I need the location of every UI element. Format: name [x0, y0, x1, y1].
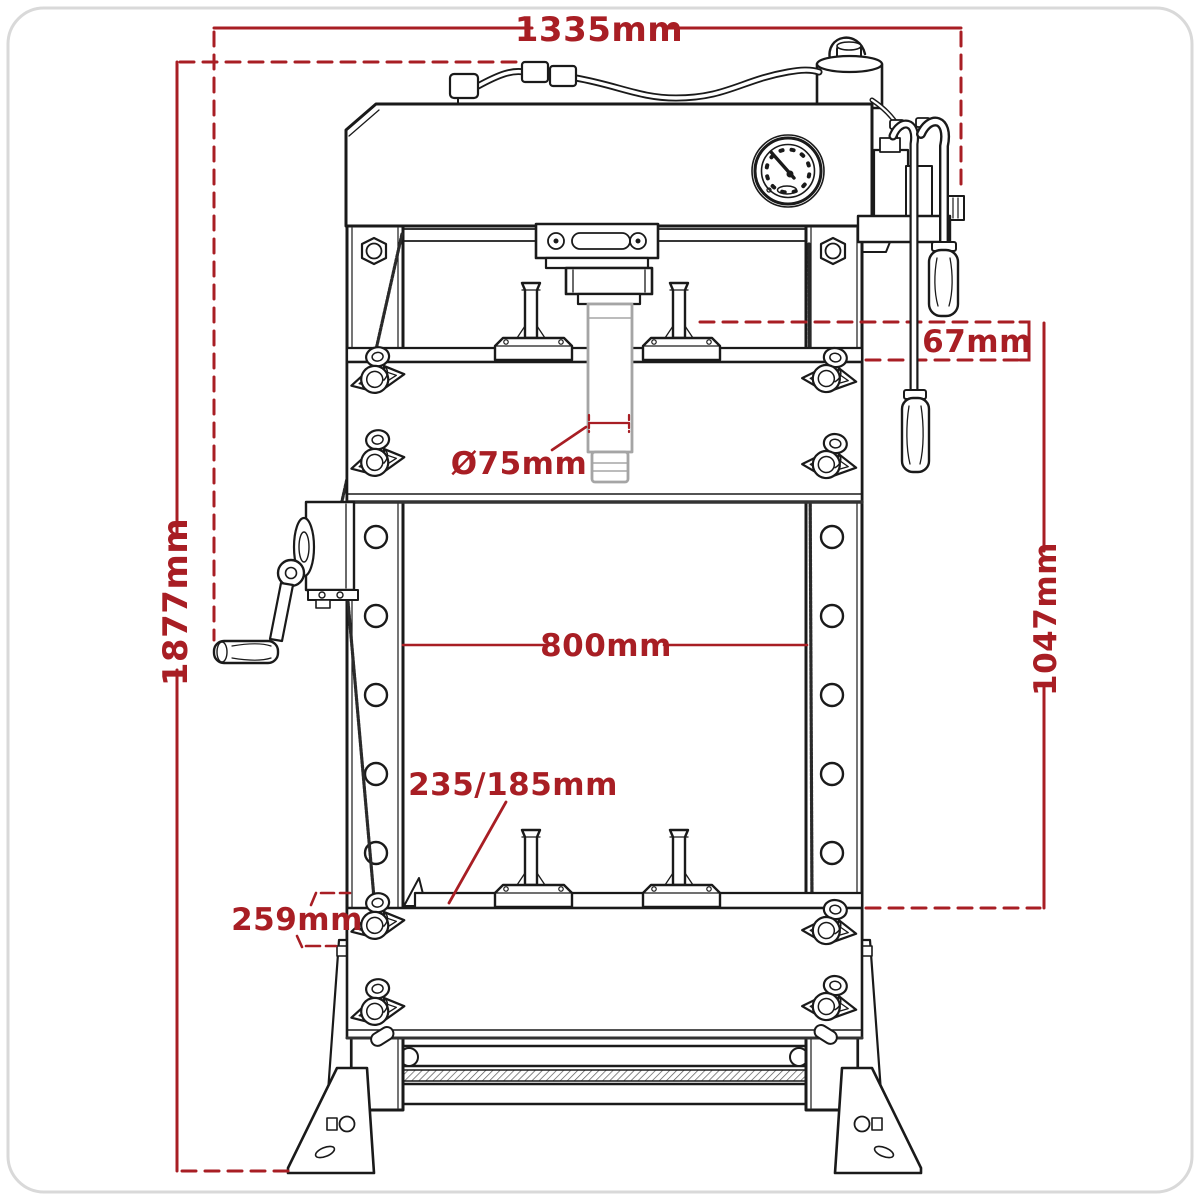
- right-foot: [833, 938, 923, 1175]
- lever-grip: [927, 248, 960, 318]
- lower-bolster: [413, 891, 864, 910]
- column-hole: [819, 524, 845, 550]
- crank-arm: [268, 581, 295, 643]
- dim-vee-block: 235/185mm: [408, 767, 618, 905]
- base-bars: [399, 1044, 809, 1106]
- threaded-rod: [402, 1069, 807, 1082]
- column-hole: [363, 603, 389, 629]
- column-hole: [363, 524, 389, 550]
- hose-fitting: [520, 60, 550, 84]
- pressure-gauge: [751, 134, 825, 208]
- dim-base-height-label: 259mm: [231, 902, 363, 938]
- lever-grip: [900, 396, 931, 474]
- column-hole: [363, 840, 389, 866]
- column-hole: [819, 761, 845, 787]
- column-hole: [819, 840, 845, 866]
- dim-overall-width-label: 1335mm: [515, 10, 683, 50]
- left-foot: [286, 938, 376, 1175]
- bed-winch: [212, 500, 359, 665]
- column-bolt: [360, 236, 388, 266]
- pump-lever-short: [916, 116, 960, 318]
- dimension-annotations: 1335mm 1877mm 67mm 1047mm 80: [156, 10, 1064, 1173]
- ram-assembly: [534, 222, 660, 484]
- press-machine: [212, 36, 965, 1175]
- hose-fitting: [548, 64, 578, 88]
- pump-levers: [888, 116, 960, 474]
- pump-lever-long: [888, 119, 931, 474]
- column-hole: [819, 682, 845, 708]
- hose-elbow-fitting: [448, 72, 480, 100]
- head-beam: [344, 102, 874, 228]
- dim-working-height: 1047mm: [864, 321, 1064, 910]
- dim-ram-diameter-label: Ø75mm: [451, 446, 588, 482]
- dim-overall-height-label: 1877mm: [156, 518, 196, 686]
- dim-side-gap: 67mm: [698, 320, 1032, 362]
- clevis-pin: [370, 1026, 395, 1047]
- lower-bed: [345, 828, 864, 1047]
- cylinder: [564, 266, 654, 296]
- dim-ram-diameter: Ø75mm: [451, 413, 631, 482]
- dim-overall-height: 1877mm: [156, 60, 525, 1173]
- column-hole: [363, 761, 389, 787]
- dim-side-gap-label: 67mm: [922, 324, 1032, 360]
- dim-overall-width: 1335mm: [212, 10, 963, 642]
- gauge-ticks: [764, 147, 812, 195]
- dim-vee-block-label: 235/185mm: [408, 767, 618, 803]
- dim-working-width-label: 800mm: [540, 628, 672, 664]
- crank-grip: [212, 639, 280, 665]
- column-hole: [819, 603, 845, 629]
- dim-working-height-label: 1047mm: [1028, 542, 1064, 696]
- ram-piston: [586, 302, 634, 484]
- page-border: [6, 6, 1194, 1194]
- column-hole: [363, 682, 389, 708]
- clevis-pin: [813, 1024, 838, 1045]
- pump-shelf: [856, 214, 952, 244]
- column-bolt: [819, 236, 847, 266]
- dim-base-height: 259mm: [231, 891, 363, 949]
- dim-working-width: 800mm: [401, 628, 809, 664]
- hydraulic-hose: [448, 60, 901, 129]
